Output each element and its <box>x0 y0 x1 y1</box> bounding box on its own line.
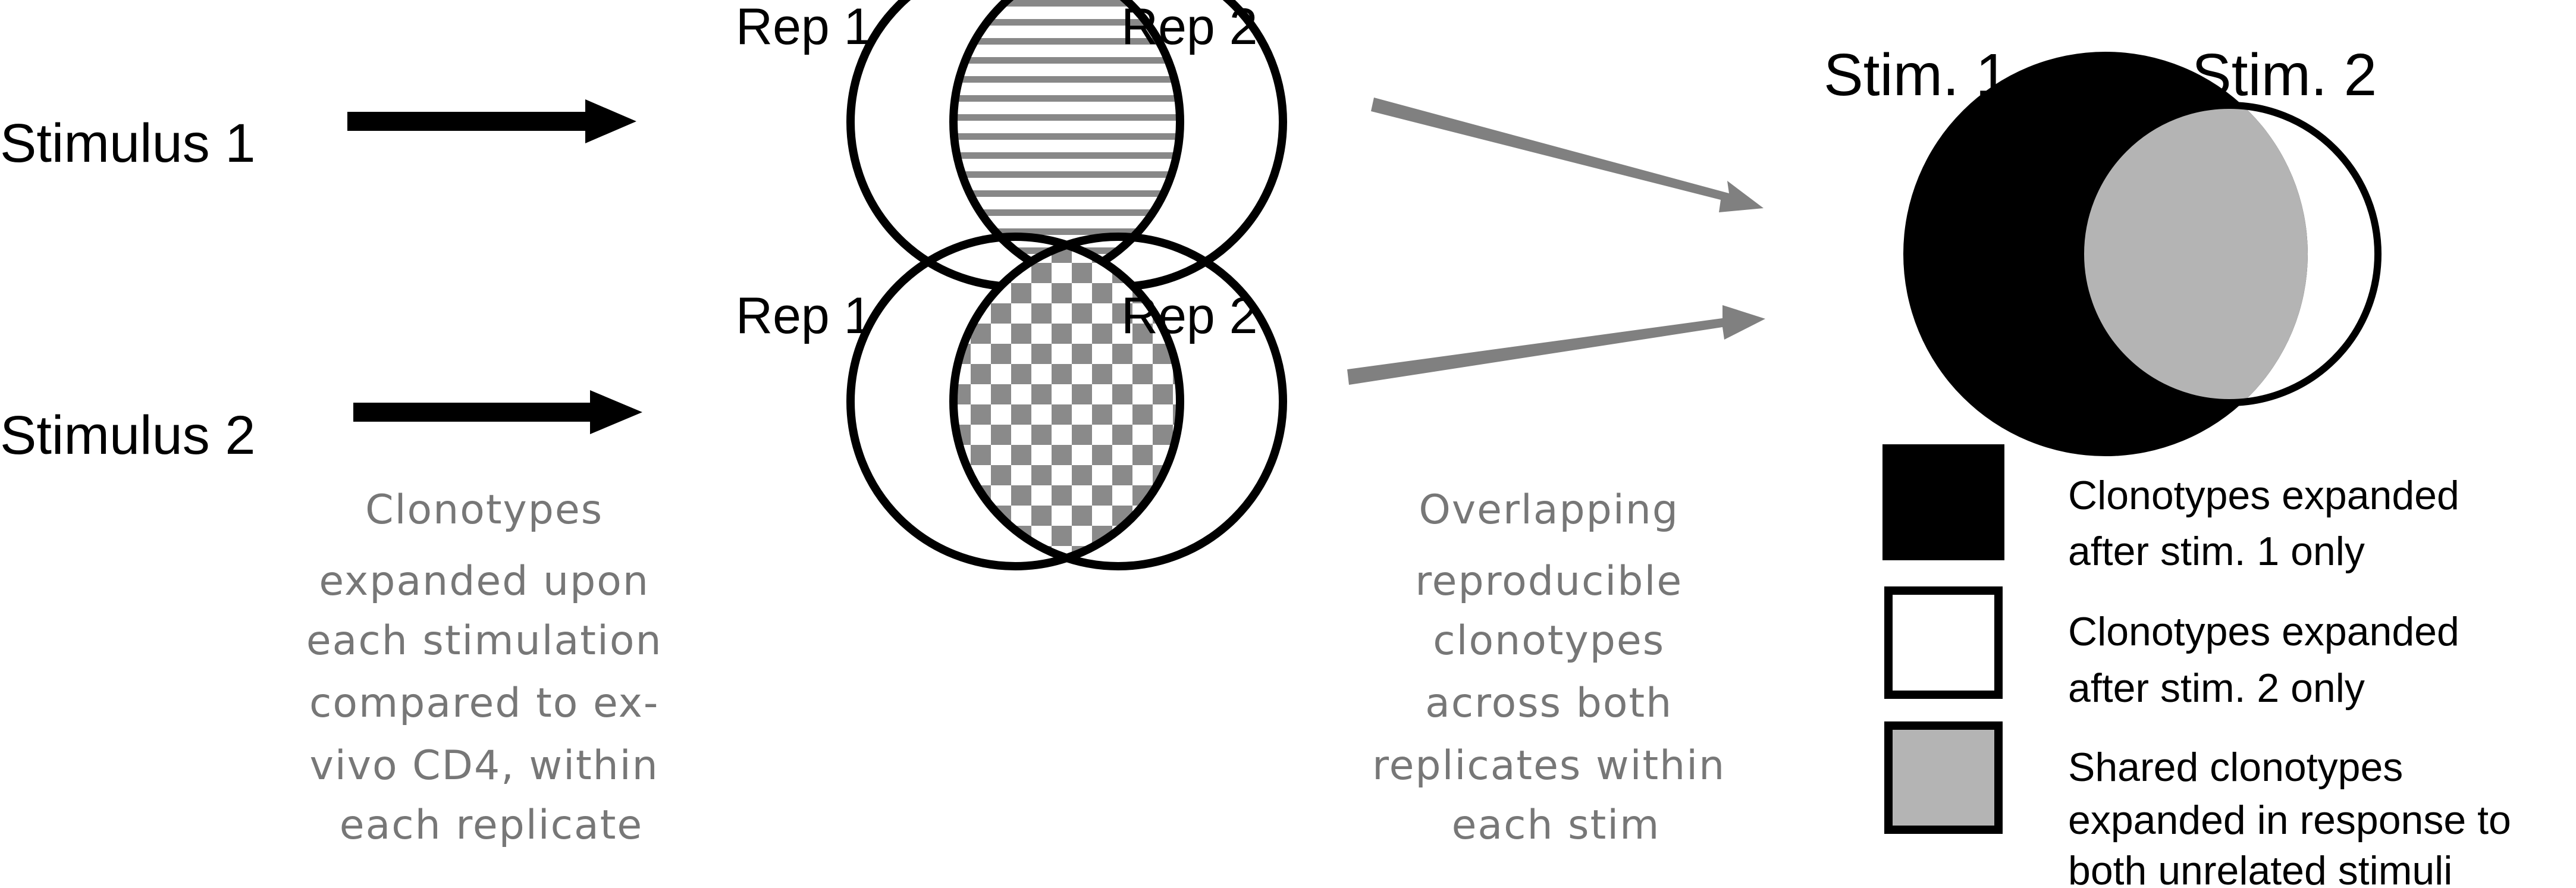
stimulus-2-rep-1-label: Rep 1 <box>736 287 873 344</box>
legend-swatch-stim-2-only <box>1884 586 2003 699</box>
grey-arrow-bottom <box>1347 305 1765 385</box>
note-left-line: vivo CD4, within <box>310 742 659 789</box>
combined-venn <box>1903 52 2382 456</box>
stimulus-2-rep-1-circle <box>846 233 1184 570</box>
stimulus-1-label: Stimulus 1 <box>0 113 256 174</box>
stimulus-2-label: Stimulus 2 <box>0 405 256 466</box>
combined-stim-2-circle <box>2077 102 2382 406</box>
note-left: Clonotypes expanded upon each stimulatio… <box>306 487 676 849</box>
note-middle-line: Overlapping <box>1419 487 1679 534</box>
note-left-line: each stimulation <box>306 617 663 664</box>
legend-label-shared: Shared clonotypes expanded in response t… <box>2068 745 2522 888</box>
note-middle-line: reproducible <box>1415 558 1683 605</box>
note-middle-line: replicates within <box>1372 742 1725 789</box>
note-left-line: compared to ex- <box>309 680 659 727</box>
note-left-line: Clonotypes <box>365 487 603 534</box>
legend: Clonotypes expanded after stim. 1 only C… <box>1882 444 2522 888</box>
stimulus-2-venn <box>846 233 1287 570</box>
note-left-line: expanded upon <box>319 558 650 605</box>
stimulus-2-overlap <box>953 237 1180 566</box>
note-middle-line: each stim <box>1452 802 1661 849</box>
note-middle-line: across both <box>1425 680 1673 727</box>
stimulus-1-rep-2-label: Rep 2 <box>1121 0 1258 55</box>
legend-swatch-stim-1-only <box>1882 444 2004 560</box>
note-middle-line: clonotypes <box>1433 617 1665 664</box>
note-left-line: each replicate <box>340 802 643 849</box>
stimulus-2-arrow <box>353 390 642 434</box>
stimulus-1-overlap <box>953 0 1180 287</box>
legend-label-stim-2-only: Clonotypes expanded after stim. 2 only <box>2068 609 2471 711</box>
combined-stim-1-label: Stim. 1 <box>1824 42 2009 108</box>
stimulus-1-rep-1-label: Rep 1 <box>736 0 873 55</box>
stimulus-1-arrow <box>347 99 636 143</box>
legend-swatch-shared <box>1884 721 2003 834</box>
stimulus-2-rep-2-label: Rep 2 <box>1121 287 1258 344</box>
grey-arrow-top <box>1371 98 1764 212</box>
legend-label-stim-1-only: Clonotypes expanded after stim. 1 only <box>2068 473 2471 574</box>
note-middle: Overlapping reproducible clonotypes acro… <box>1372 487 1740 849</box>
stimulus-2-rep-2-circle <box>949 233 1287 570</box>
